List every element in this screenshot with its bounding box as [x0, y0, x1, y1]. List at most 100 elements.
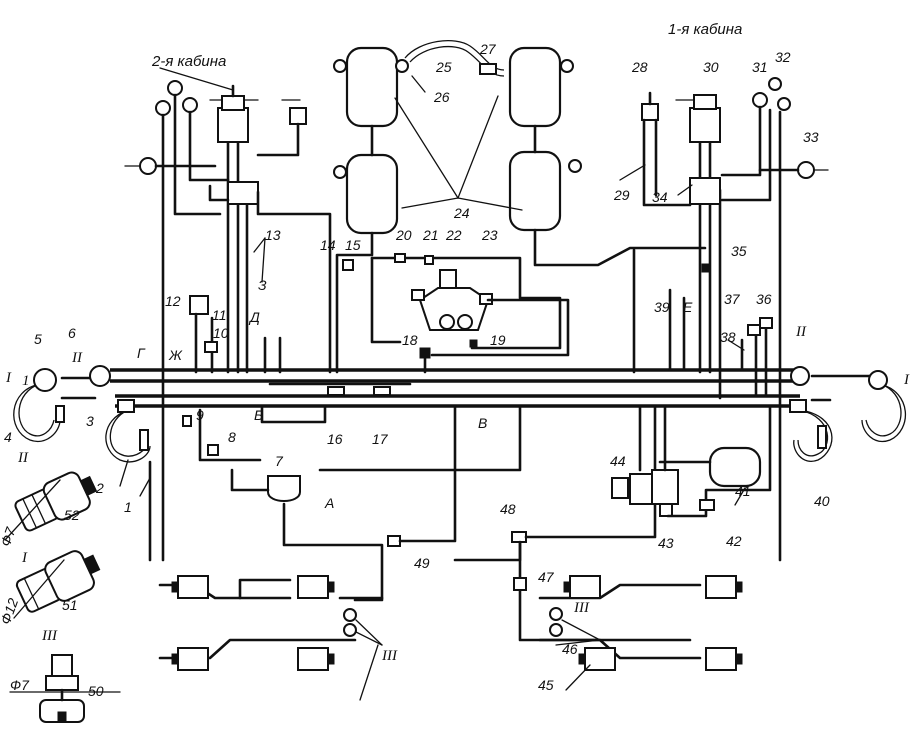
main-pipelines: [60, 368, 872, 408]
callout-n45: 45: [538, 677, 554, 693]
callout-rII_l: II: [71, 350, 83, 366]
callout-lB: Б: [254, 407, 263, 423]
callout-n6: 6: [68, 325, 76, 341]
callout-lE: Е: [683, 299, 693, 315]
callout-lV: В: [478, 415, 487, 431]
callout-n34: 34: [652, 189, 668, 205]
tank-top-right: [508, 46, 562, 128]
brake-chambers: [158, 575, 743, 671]
relay-valve-7: [267, 475, 301, 502]
chamber-l1: [171, 575, 209, 599]
callout-n50: 50: [88, 683, 104, 699]
callout-lZh: Ж: [168, 347, 183, 363]
callout-rIII_l: III: [381, 648, 398, 664]
callout-n43: 43: [658, 535, 674, 551]
chamber-l4: [297, 647, 335, 671]
detail-insets: [4, 471, 121, 723]
label-first-cabin: 1-я кабина: [668, 21, 742, 38]
callout-n36: 36: [756, 291, 772, 307]
callout-n52: 52: [64, 507, 80, 523]
callout-lZ: З: [258, 277, 267, 293]
chamber-r2: [705, 575, 743, 599]
label-second-cabin: 2-я кабина: [151, 53, 226, 70]
callout-n14: 14: [320, 237, 336, 253]
callout-n27: 27: [479, 41, 497, 57]
callout-n3: 3: [86, 413, 94, 429]
callout-n23: 23: [481, 227, 498, 243]
callout-n21: 21: [422, 227, 439, 243]
callout-rI_l: I: [5, 370, 12, 386]
callout-n48: 48: [500, 501, 516, 517]
callout-n44: 44: [610, 453, 626, 469]
leader-lines: [119, 67, 746, 701]
callout-n22: 22: [445, 227, 462, 243]
callout-n31: 31: [752, 59, 768, 75]
callout-n42: 42: [726, 533, 742, 549]
callout-n1l: 1: [124, 499, 132, 515]
detail-II: [14, 471, 98, 532]
callout-n30: 30: [703, 59, 719, 75]
callout-n24: 24: [453, 205, 470, 221]
callout-n7: 7: [275, 453, 284, 469]
tank-bottom-left: [345, 153, 399, 235]
callout-n40: 40: [814, 493, 830, 509]
callout-n16: 16: [327, 431, 343, 447]
callout-rII_r: II: [795, 324, 807, 340]
cabin-labels: 2-я кабина 1-я кабина: [151, 21, 742, 70]
callout-dI: I: [21, 550, 28, 566]
callout-n13: 13: [265, 227, 281, 243]
callout-phi7b: Ф7: [10, 677, 30, 693]
callout-n49: 49: [414, 555, 430, 571]
callout-rIII_r: III: [573, 600, 590, 616]
callout-n20: 20: [395, 227, 412, 243]
callout-phi12: Ф12: [0, 596, 21, 627]
callout-n26: 26: [433, 89, 450, 105]
callout-n12: 12: [165, 293, 181, 309]
detail-I: [15, 550, 101, 613]
callout-n8: 8: [228, 429, 236, 445]
callout-n39: 39: [654, 299, 670, 315]
callout-n25: 25: [435, 59, 452, 75]
callout-n32: 32: [775, 49, 791, 65]
callout-n15: 15: [345, 237, 361, 253]
right-control-column: [533, 77, 829, 562]
callout-rI_r: I: [903, 372, 910, 388]
callout-n51: 51: [62, 597, 78, 613]
callout-n19: 19: [490, 332, 506, 348]
callout-n41: 41: [735, 483, 751, 499]
callout-n1: 1: [22, 373, 30, 389]
callout-lD: Д: [248, 309, 260, 325]
compressor-group: [335, 231, 570, 374]
tank-bottom-right: [508, 150, 562, 232]
left-control-column: [124, 80, 332, 562]
callout-n47: 47: [538, 569, 555, 585]
callout-n11: 11: [212, 307, 227, 323]
chamber-l2: [297, 575, 335, 599]
callout-n18: 18: [402, 332, 418, 348]
callout-lA: А: [324, 495, 334, 511]
lower-circuits: [148, 248, 773, 642]
callout-n37: 37: [724, 291, 741, 307]
tank-top-left: [345, 46, 399, 128]
callout-n28: 28: [631, 59, 648, 75]
callout-n4: 4: [4, 429, 12, 445]
callout-n35: 35: [731, 243, 747, 259]
callout-phi7a: Ф7: [0, 524, 19, 548]
callout-dIII: III: [41, 628, 58, 644]
callout-n29: 29: [613, 187, 630, 203]
callout-n9: 9: [196, 407, 204, 423]
callout-n46: 46: [562, 641, 578, 657]
air-tanks: [333, 40, 582, 235]
callout-lG: Г: [137, 345, 146, 361]
hoses: [13, 365, 906, 463]
callout-dII: II: [17, 450, 29, 466]
callout-n5: 5: [34, 331, 42, 347]
callout-n2: 2: [95, 480, 104, 496]
detail-III: [9, 654, 121, 723]
chamber-l3: [171, 647, 209, 671]
callout-n33: 33: [803, 129, 819, 145]
chamber-r3: [578, 647, 616, 671]
chamber-r4: [705, 647, 743, 671]
